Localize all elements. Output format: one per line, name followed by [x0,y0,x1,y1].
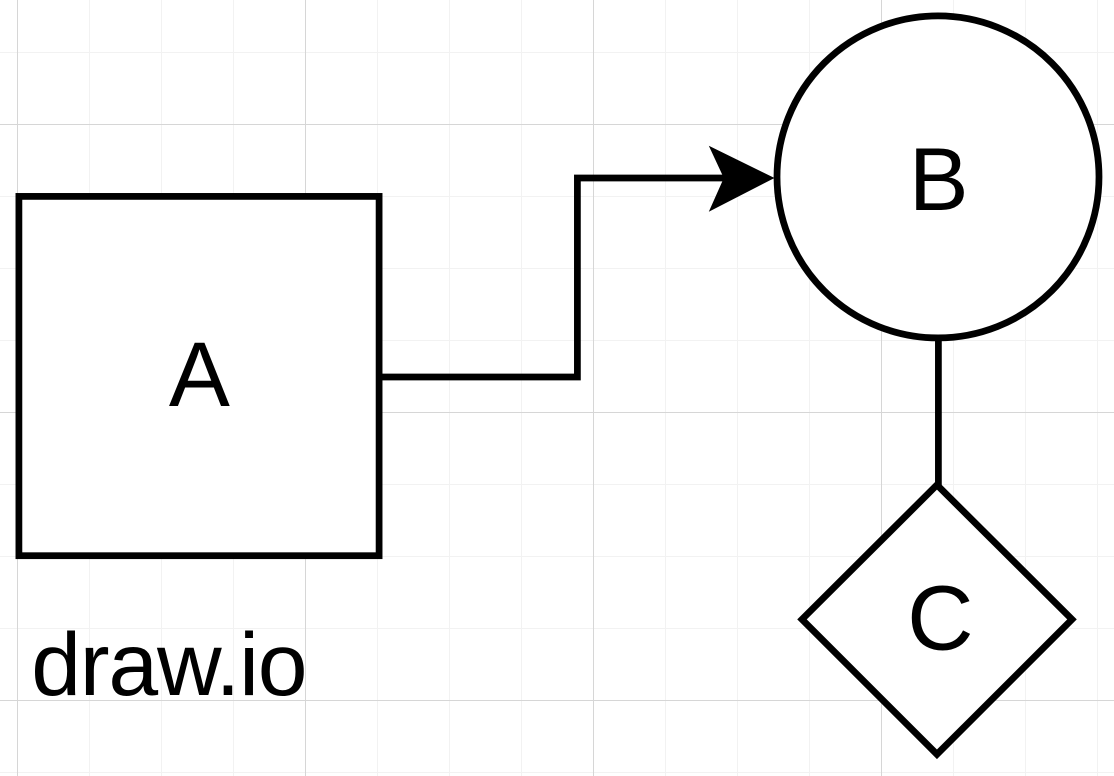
svg-text:A: A [169,324,230,426]
svg-text:B: B [909,129,969,229]
svg-text:draw.io: draw.io [31,614,306,714]
svg-text:C: C [907,567,973,669]
